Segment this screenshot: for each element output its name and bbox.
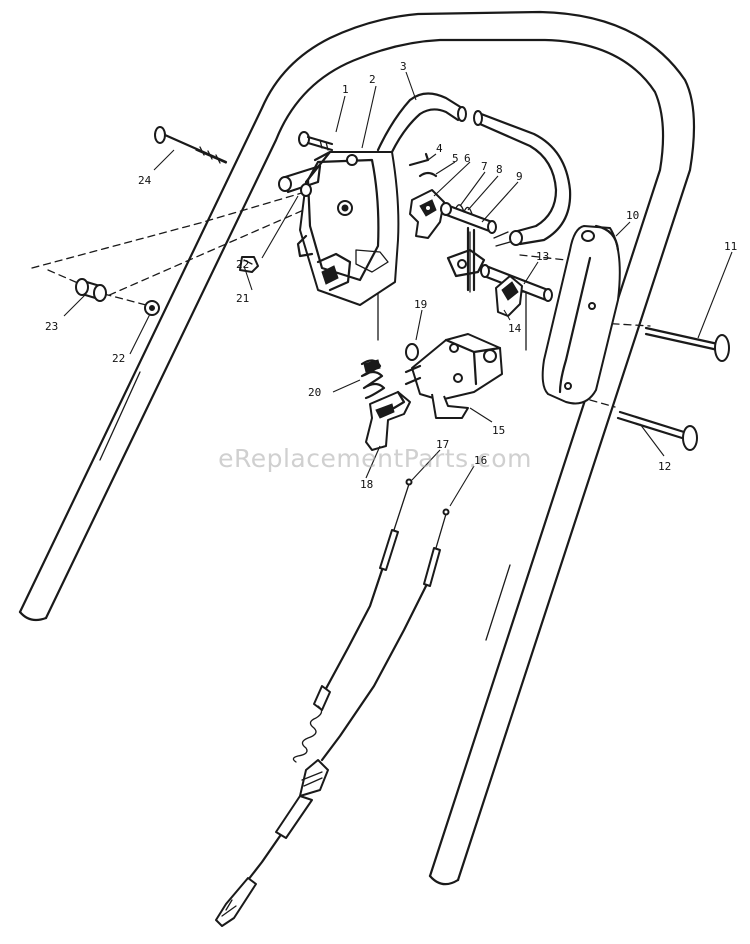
callout-24: 24: [138, 174, 152, 187]
callout-22-upper: 22: [236, 258, 249, 271]
part-14-cam: [495, 275, 523, 317]
callout-11: 11: [724, 240, 737, 253]
part-9-rod: [446, 226, 486, 292]
callout-4: 4: [436, 142, 443, 155]
part-20-spring: [360, 359, 386, 400]
part-19-washer: [405, 343, 419, 361]
callout-6: 6: [464, 152, 471, 165]
callout-17: 17: [436, 438, 449, 451]
part-5-washer: [418, 171, 438, 178]
callout-21: 21: [236, 292, 249, 305]
part-4-clip: [408, 152, 430, 167]
part-15-bracket: [411, 333, 503, 419]
part-2-housing: [278, 150, 400, 306]
handle-tube: [18, 10, 696, 886]
part-18-lever: [365, 364, 422, 451]
callout-13: 13: [536, 250, 549, 263]
callout-2: 2: [369, 73, 376, 86]
callout-23: 23: [45, 320, 58, 333]
part-13-pin: [480, 264, 553, 302]
callout-8: 8: [496, 163, 503, 176]
part-11-bolt: [644, 326, 730, 362]
callout-22-lower: 22: [112, 352, 125, 365]
part-16-cable: [215, 508, 450, 927]
callout-19: 19: [414, 298, 427, 311]
callout-labels: 1 2 3 4 5 6 7 8 9 10 11 12 13 14 15 16 1…: [45, 60, 737, 491]
part-1-bolt: [298, 131, 334, 152]
callout-15: 15: [492, 424, 505, 437]
callout-18: 18: [360, 478, 373, 491]
callout-7: 7: [481, 160, 488, 173]
callout-5: 5: [452, 152, 459, 165]
part-22-washer: [144, 300, 160, 316]
part-24-bolt: [154, 126, 228, 164]
part-6-lever: [409, 189, 445, 239]
part-12-bolt: [616, 410, 698, 451]
part-10-cover: [541, 224, 621, 405]
callout-12: 12: [658, 460, 671, 473]
callout-10: 10: [626, 209, 639, 222]
callout-leaders: [63, 71, 733, 507]
part-23-spacer: [75, 278, 107, 302]
callout-14: 14: [508, 322, 522, 335]
callout-1: 1: [342, 83, 349, 96]
callout-9: 9: [516, 170, 523, 183]
part-3-bail: [376, 92, 572, 247]
callout-16: 16: [474, 454, 487, 467]
part-8-spring: [455, 204, 473, 215]
part-17-cable: [292, 478, 413, 763]
callout-20: 20: [308, 386, 321, 399]
callout-3: 3: [400, 60, 407, 73]
